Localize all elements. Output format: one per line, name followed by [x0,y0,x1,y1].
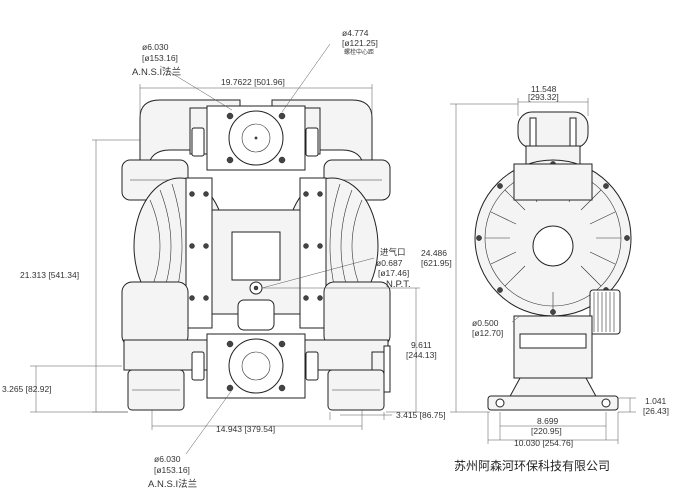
side-base-plate [487,395,619,411]
overall-height-dim: 21.313 [541.34] [20,270,79,280]
mount-spacing-mm: [220.95] [531,426,562,436]
side-height-in: 24.486 [421,248,447,258]
top-bolt-circle-dia-mm: [ø121.25] [342,38,378,48]
front-view [121,99,391,411]
overall-width-dim: 19.7622 [501.96] [221,77,285,87]
side-dimensions [450,98,636,444]
bottom-inlet-dia-in: ø6.030 [154,454,181,464]
air-inlet-thread: N.P.T. [386,279,411,290]
bottom-inlet-circle [228,338,284,394]
base-width-dim: 10.030 [254.76] [514,438,573,448]
side-top-outlet [517,111,589,149]
top-bolt-circle-dia-in: ø4.774 [342,28,369,38]
base-height-dim: 3.265 [82.92] [2,384,52,394]
company-name: 苏州阿森河环保科技有限公司 [454,458,610,473]
air-inlet-dia-mm: [ø17.46] [378,268,409,278]
front-dimensions [30,43,420,455]
side-height-mm: [621.95] [421,258,452,268]
top-outlet-dia-mm: [ø153.16] [142,53,178,63]
mount-spacing-in: 8.699 [537,416,559,426]
exhaust-dia-mm: [ø12.70] [472,328,503,338]
inlet-height-mm: [244.13] [406,350,437,360]
bottom-inlet-dia-mm: [ø153.16] [154,465,190,475]
top-outlet-dia-in: ø6.030 [142,42,169,52]
exhaust-muffler [589,289,621,335]
base-thickness-in: 1.041 [645,396,667,406]
air-inlet-label: 进气口 [380,247,406,257]
foot-spacing-dim: 14.943 [379.54] [216,424,275,434]
side-labels: 11.548 [293.32] 24.486 [621.95] ø0.500 [… [421,84,669,448]
bottom-flange-label: A.N.S.I法兰 [148,478,197,490]
top-flange-label: A.N.S.I法兰 [132,66,181,78]
side-top-width-mm: [293.32] [528,92,559,102]
exhaust-dia-in: ø0.500 [472,318,499,328]
inlet-height-in: 9.611 [411,340,432,350]
side-view [474,111,632,411]
side-top-width-in: 11.548 [531,84,557,94]
air-inlet-dia-in: ø0.687 [376,258,403,268]
base-thickness-mm: [26.43] [643,406,669,416]
bolt-circle-note: 螺栓中心距 [344,48,374,56]
foot-offset-dim: 3.415 [86.75] [396,410,446,420]
front-labels: ø6.030 [ø153.16] A.N.S.I法兰 ø4.774 [ø121.… [2,28,446,490]
